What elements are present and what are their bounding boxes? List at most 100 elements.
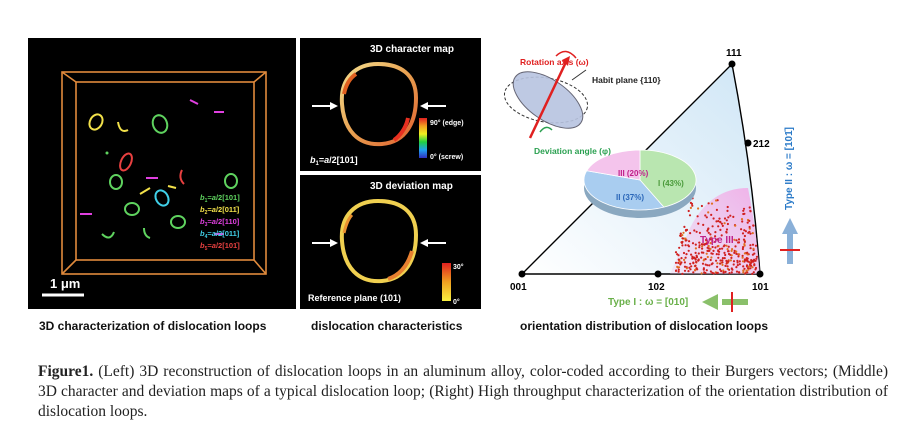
scatter-point: [675, 269, 678, 272]
scatter-point: [736, 264, 739, 267]
scatter-point: [684, 239, 687, 242]
scatter-point: [709, 247, 712, 250]
scatter-point: [751, 272, 754, 275]
burgers-legend-item: b5=a/2[101̄]: [200, 241, 240, 252]
scatter-point: [752, 247, 755, 250]
scatter-point: [724, 270, 727, 273]
character-map-panel: 3D character map 90° (edge) 0° (screw) b…: [300, 38, 481, 171]
scatter-point: [677, 270, 680, 273]
scatter-point: [707, 249, 710, 252]
pie-slice: [586, 149, 641, 181]
scatter-point: [723, 217, 727, 220]
scatter-point: [687, 209, 690, 213]
scatter-point: [704, 214, 707, 217]
scatter-point: [723, 257, 726, 260]
scatter-point: [705, 238, 708, 242]
burgers-legend: b1=a/2[101]b2=a/2[011̄]b3=a/2[110]b4=a/2…: [200, 193, 240, 252]
scatter-point: [694, 243, 697, 246]
habit-plane-illustration: [503, 50, 589, 139]
scatter-point: [706, 246, 709, 249]
scatter-point: [710, 236, 713, 239]
scatter-point: [674, 251, 678, 254]
scatter-point: [746, 251, 749, 254]
scatter-point: [684, 256, 687, 259]
scatter-point: [720, 270, 723, 273]
scatter-point: [735, 270, 739, 273]
scatter-point: [735, 239, 738, 242]
scatter-point: [749, 247, 752, 250]
scatter-point: [726, 248, 729, 251]
scatter-point: [707, 244, 710, 248]
scatter-point: [727, 245, 730, 248]
colorbar-top-label: 90° (edge): [430, 119, 464, 127]
right-panel-caption: orientation distribution of dislocation …: [520, 319, 768, 333]
scatter-point: [726, 260, 729, 263]
scatter-point: [717, 253, 720, 256]
scatter-point: [734, 245, 737, 248]
scatter-point: [737, 255, 740, 258]
left-panel-caption: 3D characterization of dislocation loops: [39, 319, 267, 333]
scatter-point: [722, 271, 725, 274]
scatter-point: [720, 234, 723, 237]
scatter-point: [749, 263, 752, 266]
reconstruction-image: b1=a/2[101]b2=a/2[011̄]b3=a/2[110]b4=a/2…: [28, 38, 296, 309]
scatter-point: [709, 233, 712, 236]
scatter-point: [738, 260, 741, 263]
scatter-point: [721, 259, 724, 262]
scatter-point: [717, 256, 720, 259]
scatter-point: [695, 230, 698, 233]
pie-slice-label: II (37%): [616, 193, 644, 202]
deviation-map-title: 3D deviation map: [370, 181, 453, 192]
scatter-point: [691, 204, 694, 207]
scatter-point: [717, 244, 720, 248]
burgers-legend-item: b3=a/2[110]: [200, 217, 240, 228]
scatter-point: [692, 271, 695, 274]
scatter-point: [741, 220, 744, 223]
scatter-point: [716, 265, 719, 268]
scatter-point: [695, 255, 698, 259]
scatter-point: [746, 260, 749, 263]
scatter-point: [726, 209, 729, 212]
scatter-point: [697, 258, 700, 261]
scatter-point: [700, 251, 703, 254]
burgers-vector-label: b1=a/2[101]: [310, 155, 358, 167]
pie-slice: [583, 170, 665, 211]
scatter-point: [700, 272, 703, 275]
scatter-point: [750, 261, 753, 264]
scatter-point: [745, 269, 748, 272]
scatter-point: [687, 270, 690, 273]
scatter-point: [697, 207, 700, 210]
scatter-point: [738, 263, 741, 266]
scatter-point: [700, 204, 703, 208]
scatter-point: [745, 265, 749, 268]
scatter-point: [712, 217, 715, 220]
scatter-point: [689, 232, 692, 235]
scatter-point: [683, 261, 686, 264]
scatter-point: [746, 271, 749, 274]
scatter-point: [735, 252, 738, 255]
scatter-point: [677, 254, 680, 257]
scatter-point: [743, 229, 746, 232]
scatter-point: [710, 213, 713, 216]
scatter-point: [749, 209, 752, 212]
scatter-point: [733, 238, 736, 241]
scatter-point: [696, 268, 699, 271]
scatter-point: [706, 255, 709, 259]
scatter-point: [751, 266, 754, 269]
burgers-legend-item: b2=a/2[011̄]: [200, 205, 240, 216]
scatter-point: [710, 202, 714, 205]
scatter-point: [711, 271, 714, 274]
scatter-point: [723, 222, 726, 225]
scatter-point: [682, 251, 686, 255]
scatter-point: [685, 267, 688, 270]
scatter-point: [729, 214, 732, 217]
scale-bar-label: 1 μm: [50, 276, 80, 291]
scatter-point: [683, 269, 687, 272]
scatter-point: [702, 268, 705, 271]
scatter-point: [709, 242, 712, 245]
scatter-point: [727, 216, 730, 219]
scatter-point: [702, 259, 705, 262]
scatter-point: [715, 208, 718, 211]
scatter-point: [682, 231, 685, 234]
scatter-point: [704, 258, 707, 261]
